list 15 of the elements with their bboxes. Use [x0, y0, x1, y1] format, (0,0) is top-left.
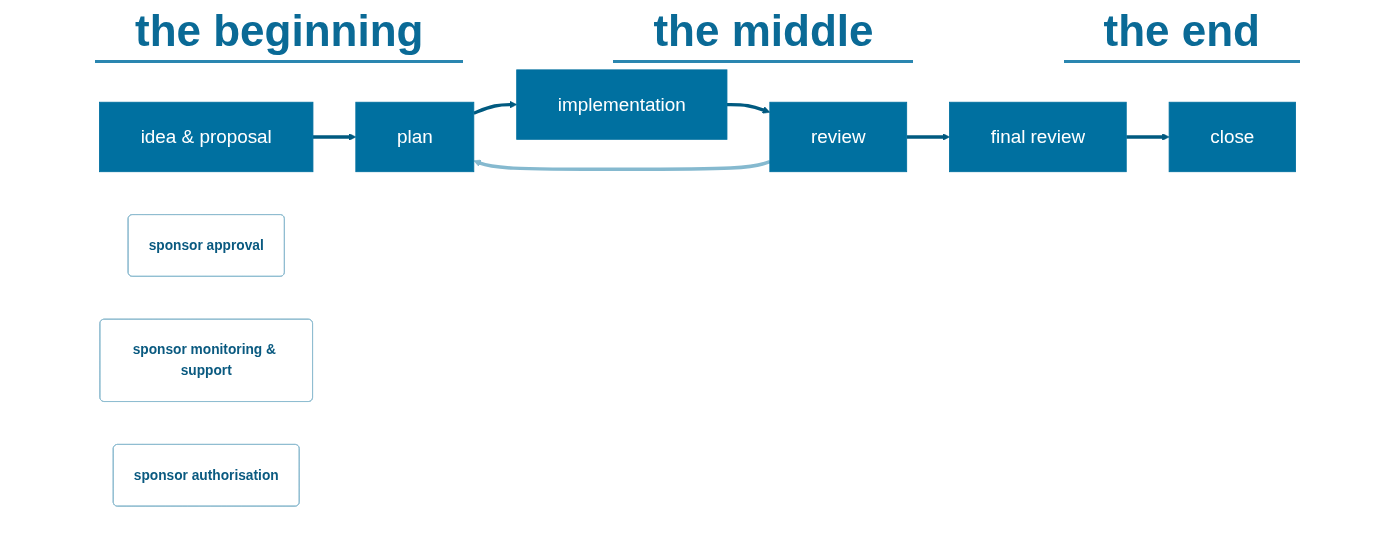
node-box: final review [949, 101, 1127, 173]
node-box: implementation [516, 69, 728, 140]
arrow [906, 133, 950, 141]
arrow [312, 133, 357, 141]
node-box: review [769, 101, 908, 173]
phase-heading: the end [1063, 6, 1300, 63]
phase-heading: the beginning [95, 6, 464, 63]
phase-heading: the middle [613, 6, 914, 63]
arrow [473, 159, 771, 172]
arrow [473, 100, 518, 115]
arrow [726, 102, 771, 114]
node-box: idea & proposal [99, 101, 314, 173]
node-box: plan [355, 101, 475, 173]
node-box: close [1168, 101, 1296, 173]
arrow [1126, 133, 1170, 141]
